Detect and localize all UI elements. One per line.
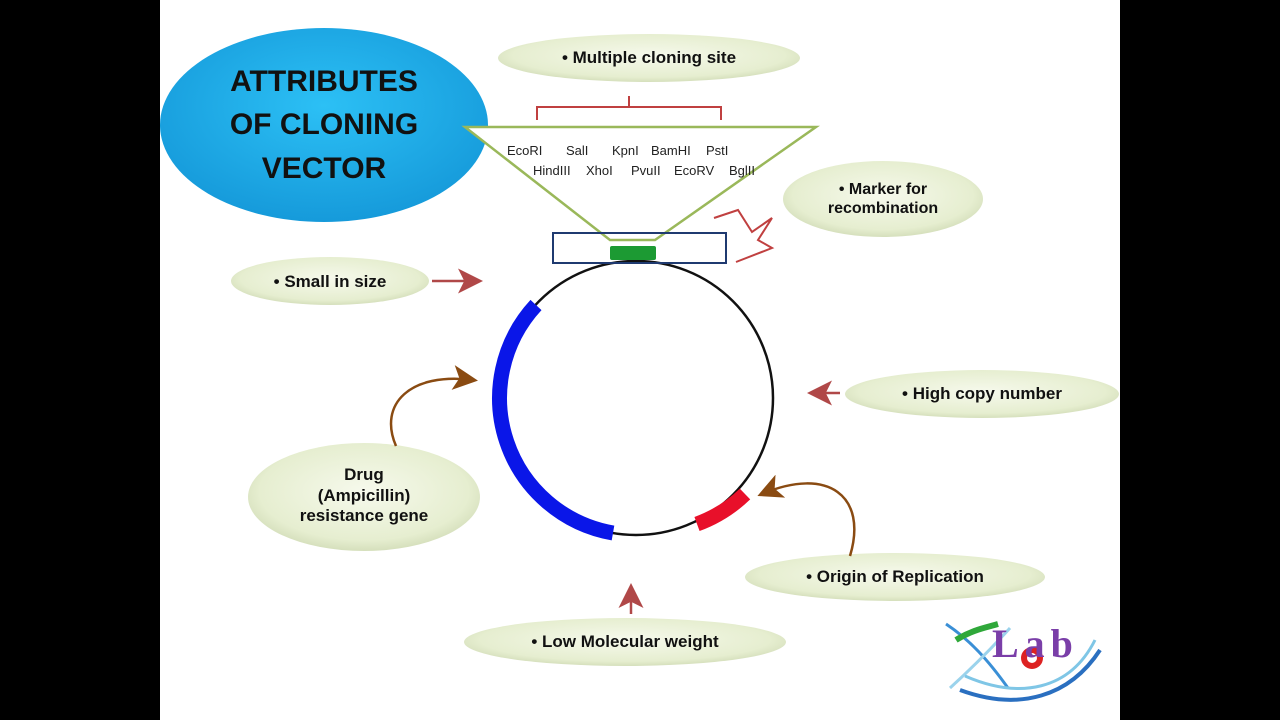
origin-segment xyxy=(694,488,751,532)
site-ecori: EcoRI xyxy=(507,143,543,158)
mcs-box xyxy=(552,232,727,264)
label-drug-resistance-gene: Drug (Ampicillin) resistance gene xyxy=(299,465,429,526)
label-origin-of-replication: • Origin of Replication xyxy=(806,566,984,586)
high-copy-label-bg xyxy=(845,370,1119,418)
site-bglii: BglII xyxy=(729,163,756,178)
drug-curved-arrow xyxy=(389,365,478,447)
logo-text: Lab xyxy=(992,621,1079,666)
low-mw-label-bg xyxy=(464,618,786,666)
site-psti: PstI xyxy=(706,143,729,158)
label-low-molecular-weight: • Low Molecular weight xyxy=(531,631,719,651)
diagram-canvas xyxy=(160,28,1119,702)
label-small-in-size: • Small in size xyxy=(273,271,387,291)
mcs-label-bg xyxy=(498,34,800,82)
label-multiple-cloning-site: • Multiple cloning site xyxy=(561,47,737,67)
marker-bracket xyxy=(713,208,775,263)
small-size-label-bg xyxy=(231,257,429,305)
marker-label-bg xyxy=(783,161,983,237)
site-ecorv: EcoRV xyxy=(674,163,715,178)
site-pvuii: PvuII xyxy=(631,163,661,178)
lab-logo xyxy=(945,621,1102,702)
site-hindiii: HindIII xyxy=(533,163,571,178)
site-xhoi: XhoI xyxy=(586,163,613,178)
site-bamhi: BamHI xyxy=(651,143,691,158)
drug-label-bg xyxy=(248,443,480,551)
site-kpni: KpnI xyxy=(612,143,639,158)
label-marker-recombination: • Marker for recombination xyxy=(827,180,939,217)
origin-curved-arrow xyxy=(757,474,856,557)
mcs-green-segment xyxy=(610,246,656,260)
mcs-bracket xyxy=(536,96,722,120)
slide: ATTRIBUTES OF CLONING VECTOR EcoRI SalI … xyxy=(160,0,1120,720)
page-title: ATTRIBUTES OF CLONING VECTOR xyxy=(229,64,419,185)
ampr-gene-segment xyxy=(492,299,615,541)
origin-label-bg xyxy=(745,553,1045,601)
title-ellipse xyxy=(160,28,488,222)
zoom-triangle xyxy=(461,125,820,242)
site-sali: SalI xyxy=(566,143,589,158)
label-high-copy-number: • High copy number xyxy=(902,383,1062,403)
